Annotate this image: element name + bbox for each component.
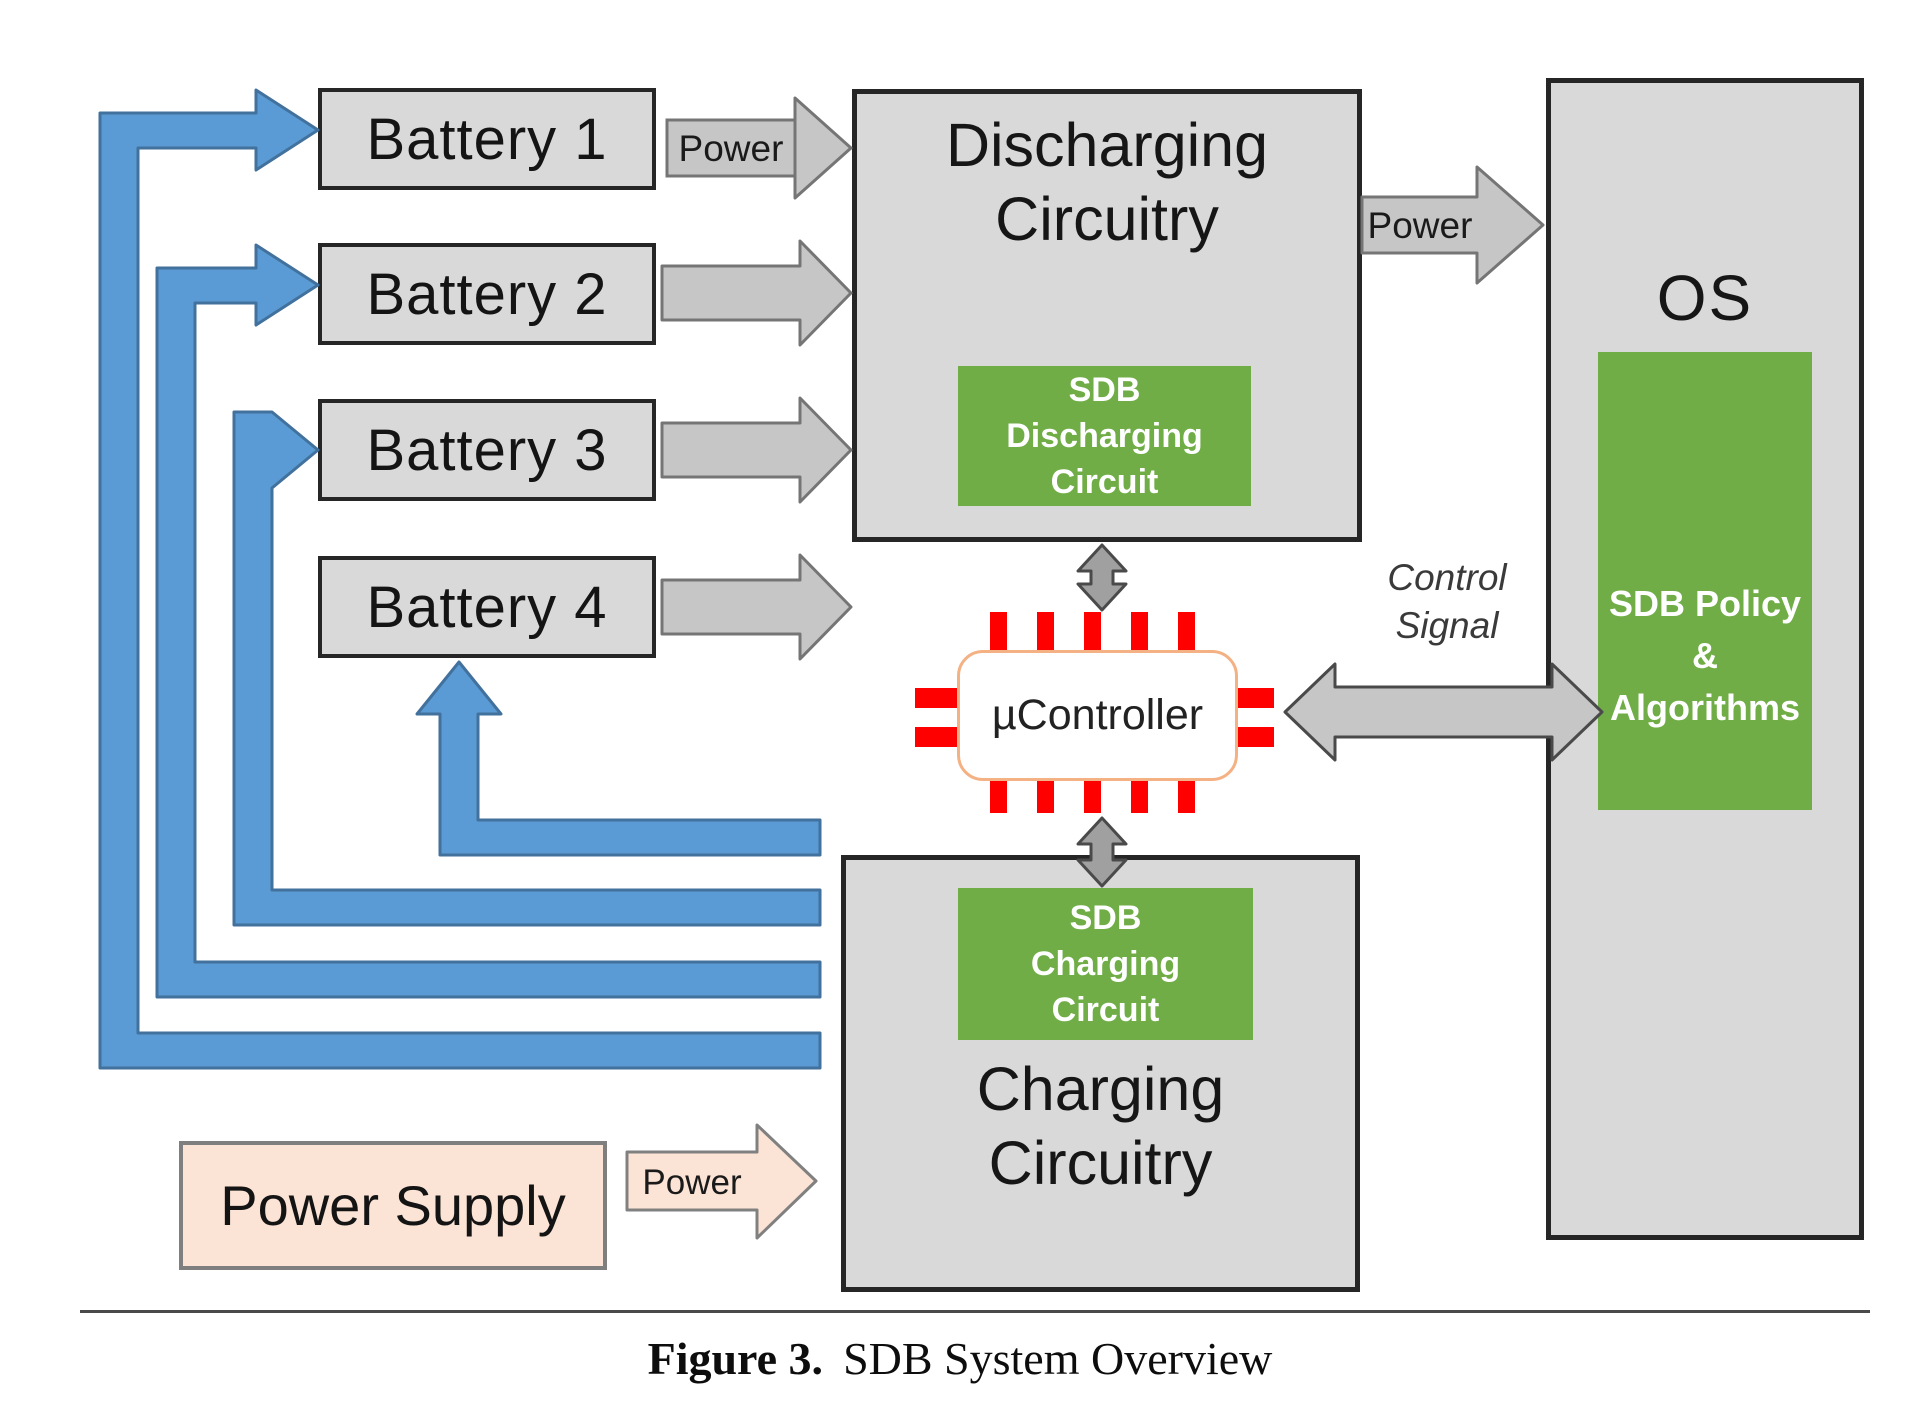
- chip-pin-bottom-3: [1084, 775, 1101, 813]
- sdb-charging-line1: SDB: [1069, 899, 1142, 937]
- chip-pin-top-1: [990, 612, 1007, 650]
- gray-arrow-battery4: [660, 553, 853, 661]
- battery-3-box: Battery 3: [318, 399, 656, 501]
- power-arrowhead-battery1: [793, 96, 853, 200]
- sdb-policy-line3: Algorithms: [1609, 687, 1800, 728]
- power-arrow-to-os: [1360, 165, 1545, 285]
- sdb-charging-line2: Charging: [1030, 945, 1181, 983]
- power-supply-box: Power Supply: [179, 1141, 607, 1270]
- chip-pin-top-2: [1037, 612, 1054, 650]
- power-label-supply: Power: [642, 1163, 742, 1202]
- power-label-to-os: Power: [1368, 205, 1473, 246]
- figure-caption-number: Figure 3.: [647, 1333, 824, 1384]
- chip-pin-top-4: [1131, 612, 1148, 650]
- sdb-discharging-line2: Discharging: [1006, 417, 1203, 455]
- charging-title: Charging Circuitry: [846, 1052, 1355, 1200]
- sdb-policy-line2: &: [1692, 635, 1718, 676]
- chip-pin-left-1: [915, 688, 957, 708]
- chip-pin-right-2: [1232, 727, 1274, 747]
- chip-pin-bottom-2: [1037, 775, 1054, 813]
- double-arrow-discharging-controller: [1076, 543, 1128, 612]
- sdb-discharging-line3: Circuit: [1050, 463, 1159, 501]
- microcontroller-chip: µController: [957, 650, 1238, 781]
- sdb-discharging-circuit-box: SDB Discharging Circuit: [958, 366, 1251, 506]
- charging-title-line2: Circuitry: [988, 1129, 1213, 1197]
- chip-pin-bottom-5: [1178, 775, 1195, 813]
- power-label-battery1: Power: [679, 128, 784, 169]
- gray-arrow-battery2: [660, 239, 853, 347]
- os-title: OS: [1656, 262, 1754, 334]
- charging-title-line1: Charging: [976, 1055, 1225, 1123]
- chip-pin-left-2: [915, 727, 957, 747]
- chip-pin-top-5: [1178, 612, 1195, 650]
- sdb-charging-line3: Circuit: [1051, 991, 1160, 1029]
- charging-circuitry-box: SDB Charging Circuit Charging Circuitry: [841, 855, 1360, 1292]
- chip-pin-right-1: [1232, 688, 1274, 708]
- figure-caption-title: SDB System Overview: [843, 1333, 1273, 1384]
- sdb-policy-algorithms-box: SDB Policy & Algorithms: [1598, 352, 1812, 810]
- figure-caption: Figure 3. SDB System Overview: [0, 1332, 1920, 1385]
- control-signal-label-line1: Control: [1387, 557, 1508, 598]
- blue-return-arrow-battery4: [415, 660, 822, 857]
- battery-2-box: Battery 2: [318, 243, 656, 345]
- chip-pin-bottom-4: [1131, 775, 1148, 813]
- os-box: OS SDB Policy & Algorithms: [1546, 78, 1864, 1240]
- discharging-title: Discharging Circuitry: [857, 94, 1357, 256]
- battery-1-box: Battery 1: [318, 88, 656, 190]
- chip-pin-bottom-1: [990, 775, 1007, 813]
- sdb-discharging-line1: SDB: [1068, 371, 1141, 409]
- power-label-box-battery1: [665, 118, 797, 178]
- discharging-circuitry-box: Discharging Circuitry SDB Discharging Ci…: [852, 89, 1362, 542]
- power-supply-arrow: [625, 1123, 818, 1240]
- sdb-policy-line1: SDB Policy: [1608, 583, 1802, 624]
- sdb-charging-circuit-box: SDB Charging Circuit: [958, 888, 1253, 1040]
- gray-arrow-battery3: [660, 396, 853, 504]
- caption-separator-line: [80, 1310, 1870, 1313]
- discharging-title-line2: Circuitry: [995, 185, 1219, 253]
- control-signal-label-line2: Signal: [1396, 605, 1501, 646]
- battery-4-box: Battery 4: [318, 556, 656, 658]
- discharging-title-line1: Discharging: [945, 111, 1269, 179]
- chip-pin-top-3: [1084, 612, 1101, 650]
